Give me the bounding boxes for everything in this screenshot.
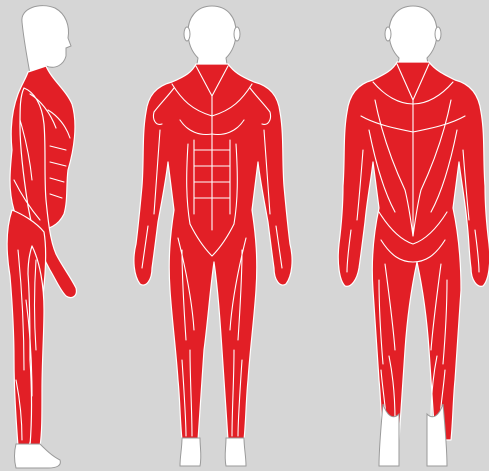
front-body-muscles <box>134 64 292 440</box>
head <box>184 6 240 70</box>
head <box>22 6 71 74</box>
head <box>385 6 441 70</box>
side-foot <box>15 444 61 468</box>
back-view-figure <box>335 0 489 471</box>
back-body-muscles <box>338 62 489 440</box>
front-feet <box>180 438 246 466</box>
front-view-figure <box>130 0 295 471</box>
side-view-figure <box>0 0 135 471</box>
